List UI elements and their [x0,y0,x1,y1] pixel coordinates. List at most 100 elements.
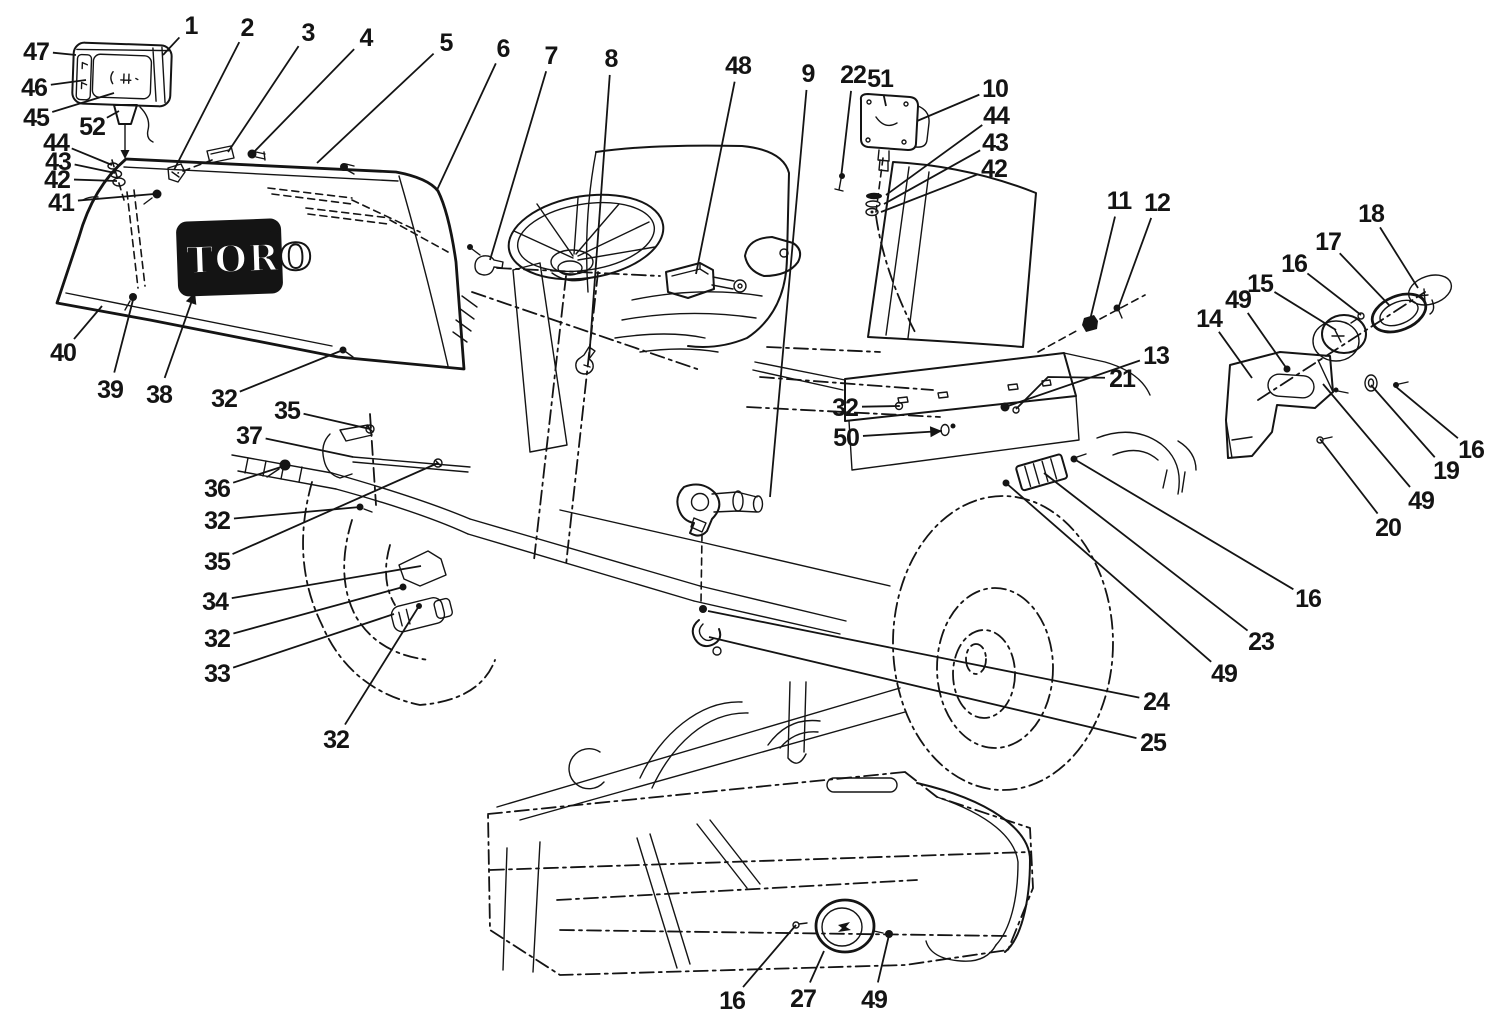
callout-47-53: 47 [23,38,77,66]
callout-16-48: 16 [1394,385,1485,464]
part-number-16: 16 [1295,585,1321,613]
leader-line [344,605,420,726]
callout-5-4: 5 [316,29,455,164]
leader-line [862,430,943,437]
voltage-regulator [1015,453,1068,492]
part-number-16: 16 [1281,250,1307,278]
callout-25-45: 25 [708,636,1168,757]
part-number-23: 23 [1248,628,1274,656]
leader-line [1043,472,1249,632]
support-rod-37 [352,456,471,473]
hood [55,157,466,371]
leader-line [436,63,497,191]
hood-latch-parts [167,145,355,183]
leader-line [1218,331,1253,379]
leader-line [1015,376,1106,410]
screw-12 [1113,304,1121,312]
leader-line [73,178,118,182]
leader-line [1394,385,1459,439]
leader-line [1306,272,1362,316]
leader-line [1370,384,1436,458]
leader-line [74,163,116,174]
lamp-socket-33 [390,597,453,633]
front-wheel-phantom [302,481,496,706]
toro-logo-registered-mark: ® [270,226,279,236]
leader-line [885,124,983,196]
part-number-32: 32 [211,385,237,413]
leader-line [265,437,354,458]
leader-line [882,94,887,107]
part-number-36: 36 [204,475,230,503]
screw-16b [1393,382,1399,388]
lift-linkage [496,681,906,821]
screw-16-tail [1357,312,1365,320]
part-number-49: 49 [1211,660,1237,688]
callout-41-60: 41 [48,189,155,217]
part-number-32: 32 [832,394,858,422]
part-number-21: 21 [1109,365,1136,393]
leader-line [163,291,196,379]
part-number-3: 3 [302,19,315,47]
leader-line [73,305,103,340]
callout-40-28: 40 [50,305,103,367]
leader-line [232,462,439,555]
part-number-49: 49 [861,986,887,1014]
leader-line [232,466,282,484]
callout-35-36: 35 [204,462,439,576]
part-number-35: 35 [274,397,301,425]
nut-21 [1012,406,1020,414]
callout-8-7: 8 [588,45,620,361]
part-number-10: 10 [982,75,1008,103]
part-number-16: 16 [1458,436,1484,464]
leader-line [1073,458,1294,591]
taillight-bezel-17 [1370,292,1428,334]
bolt-22 [834,173,845,192]
taillight-bracket-14 [1225,351,1334,459]
leader-line [489,71,548,261]
ignition-key-head [733,279,747,293]
part-number-42: 42 [981,155,1007,183]
callout-18-18: 18 [1358,200,1419,289]
part-number-42: 42 [44,166,70,194]
callout-20-46: 20 [1319,438,1402,542]
ignition-key [575,346,596,375]
callout-42-59: 42 [44,166,118,194]
part-number-32: 32 [323,726,349,754]
callout-15-21: 15 [1247,270,1337,331]
callout-48-8: 48 [695,52,753,275]
hook-25 [691,619,722,648]
clip-11 [1082,315,1098,332]
callout-49-43: 49 [1005,482,1238,688]
steering-wheel [507,193,665,566]
headlight-mount-hardware [107,162,162,205]
washer-44 [866,192,882,200]
leader-line [173,41,241,171]
part-number-25: 25 [1140,729,1167,757]
leader-line [707,610,1140,699]
leader-line [106,110,120,119]
headlight-mount-stem [113,104,154,159]
screw-16-deck [792,921,800,929]
deck-bumper [916,782,1031,962]
leader-line [861,405,900,408]
bolt-39 [129,293,137,301]
part-number-27: 27 [790,985,816,1013]
callout-16-20: 16 [1281,250,1362,316]
part-number-47: 47 [23,38,49,66]
part-number-41: 41 [48,189,75,217]
part-number-43: 43 [982,129,1008,157]
part-number-8: 8 [605,45,619,73]
steering-hub [550,249,594,275]
part-number-44: 44 [983,102,1010,130]
callout-38-30: 38 [146,291,197,409]
bolt-24 [699,605,707,613]
leader-line [227,45,300,153]
leader-line [52,51,77,56]
callout-32-35: 32 [204,506,361,535]
nut-42 [865,207,879,217]
part-number-11: 11 [1107,187,1133,215]
bolt-41 [152,189,162,199]
leader-line [877,934,890,983]
leader-line [1089,216,1116,321]
spacer-50 [940,423,950,437]
